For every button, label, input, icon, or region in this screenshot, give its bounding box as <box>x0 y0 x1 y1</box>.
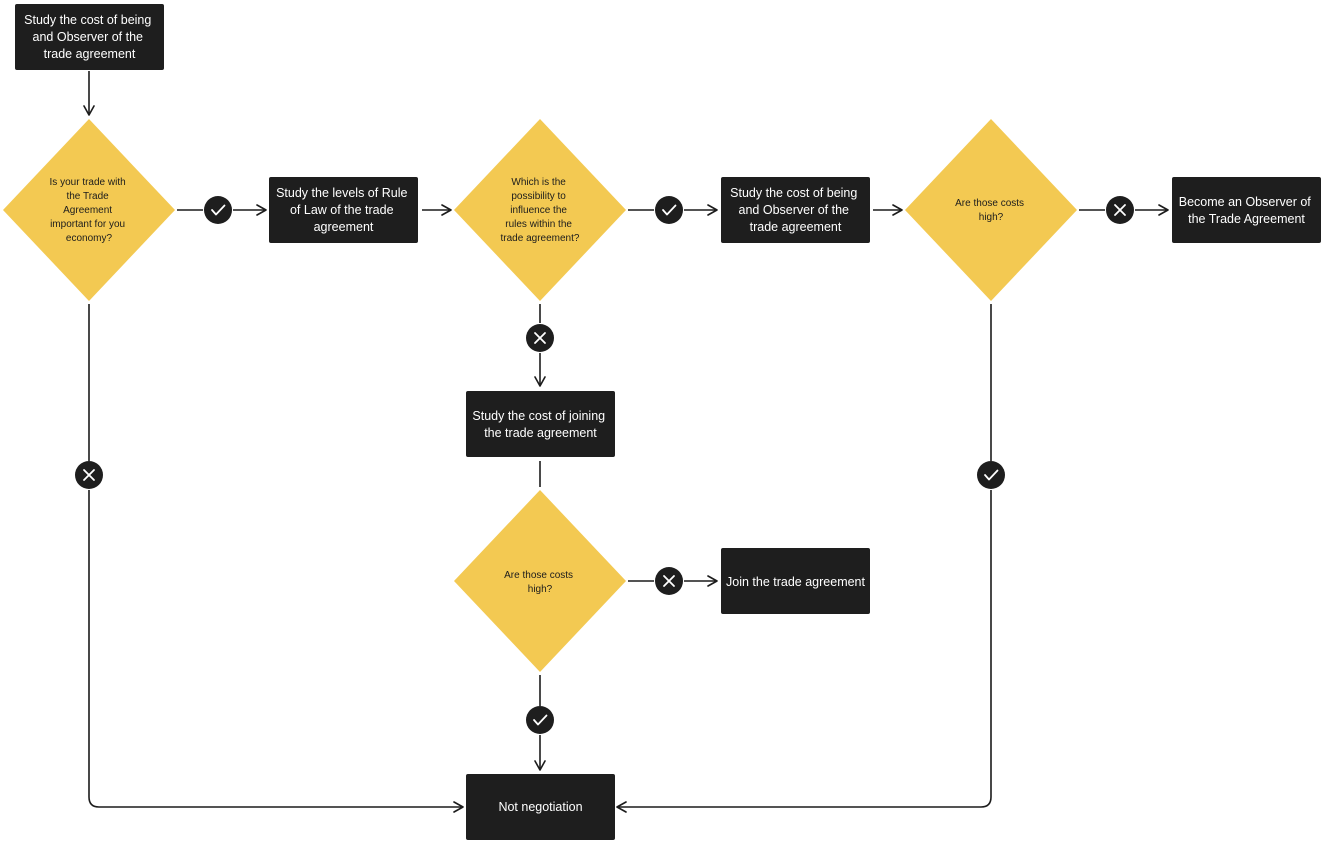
check-icon <box>977 461 1005 489</box>
process-box-study-joining: Study the cost of joining the trade agre… <box>466 391 615 457</box>
box-shape <box>721 548 870 614</box>
diamond-label: Are those costs high? <box>504 570 576 595</box>
check-icon <box>204 196 232 224</box>
box-shape <box>15 4 164 70</box>
check-icon <box>526 706 554 734</box>
box-label: Join the trade agreement <box>726 575 866 589</box>
diamond-label: Which is the possibility to influence th… <box>501 177 580 244</box>
box-shape <box>721 177 870 243</box>
edge-decision1-to-notneg-b <box>88 490 464 813</box>
process-box-study-rule-of-law: Study the levels of Rule of Law of the t… <box>269 177 418 243</box>
cross-icon <box>75 461 103 489</box>
decision-observer-costs-high: Are those costs high? <box>905 119 1077 301</box>
diamond-shape <box>454 119 626 301</box>
process-box-not-negotiation: Not negotiation <box>466 774 615 840</box>
decision-influence-rules: Which is the possibility to influence th… <box>454 119 626 301</box>
box-label: Study the cost of being and Observer of … <box>24 13 155 61</box>
box-label: Study the cost of being and Observer of … <box>730 186 861 234</box>
cross-icon <box>1106 196 1134 224</box>
decision-trade-important: Is your trade with the Trade Agreement i… <box>3 119 175 301</box>
box-label: Study the cost of joining the trade agre… <box>472 409 608 440</box>
diamond-shape <box>454 490 626 672</box>
box-shape <box>1172 177 1321 243</box>
process-box-study-observer-mid: Study the cost of being and Observer of … <box>721 177 870 243</box>
cross-icon <box>655 567 683 595</box>
box-shape <box>466 391 615 457</box>
diamond-label: Is your trade with the Trade Agreement i… <box>50 177 129 244</box>
decision-joining-costs-high: Are those costs high? <box>454 490 626 672</box>
diamond-shape <box>905 119 1077 301</box>
box-label: Study the levels of Rule of Law of the t… <box>276 186 411 234</box>
box-shape <box>466 774 615 840</box>
edges <box>83 71 1169 813</box>
edge-decision3-to-notneg-b <box>616 490 992 813</box>
diamond-label: Are those costs high? <box>955 198 1027 223</box>
diamond-shape <box>3 119 175 301</box>
process-box-join-agreement: Join the trade agreement <box>721 548 870 614</box>
process-box-become-observer: Become an Observer of the Trade Agreemen… <box>1172 177 1321 243</box>
check-icon <box>655 196 683 224</box>
box-label: Not negotiation <box>498 800 582 814</box>
box-shape <box>269 177 418 243</box>
cross-icon <box>526 324 554 352</box>
box-label: Become an Observer of the Trade Agreemen… <box>1179 195 1315 226</box>
process-box-study-observer-top: Study the cost of being and Observer of … <box>15 4 164 70</box>
